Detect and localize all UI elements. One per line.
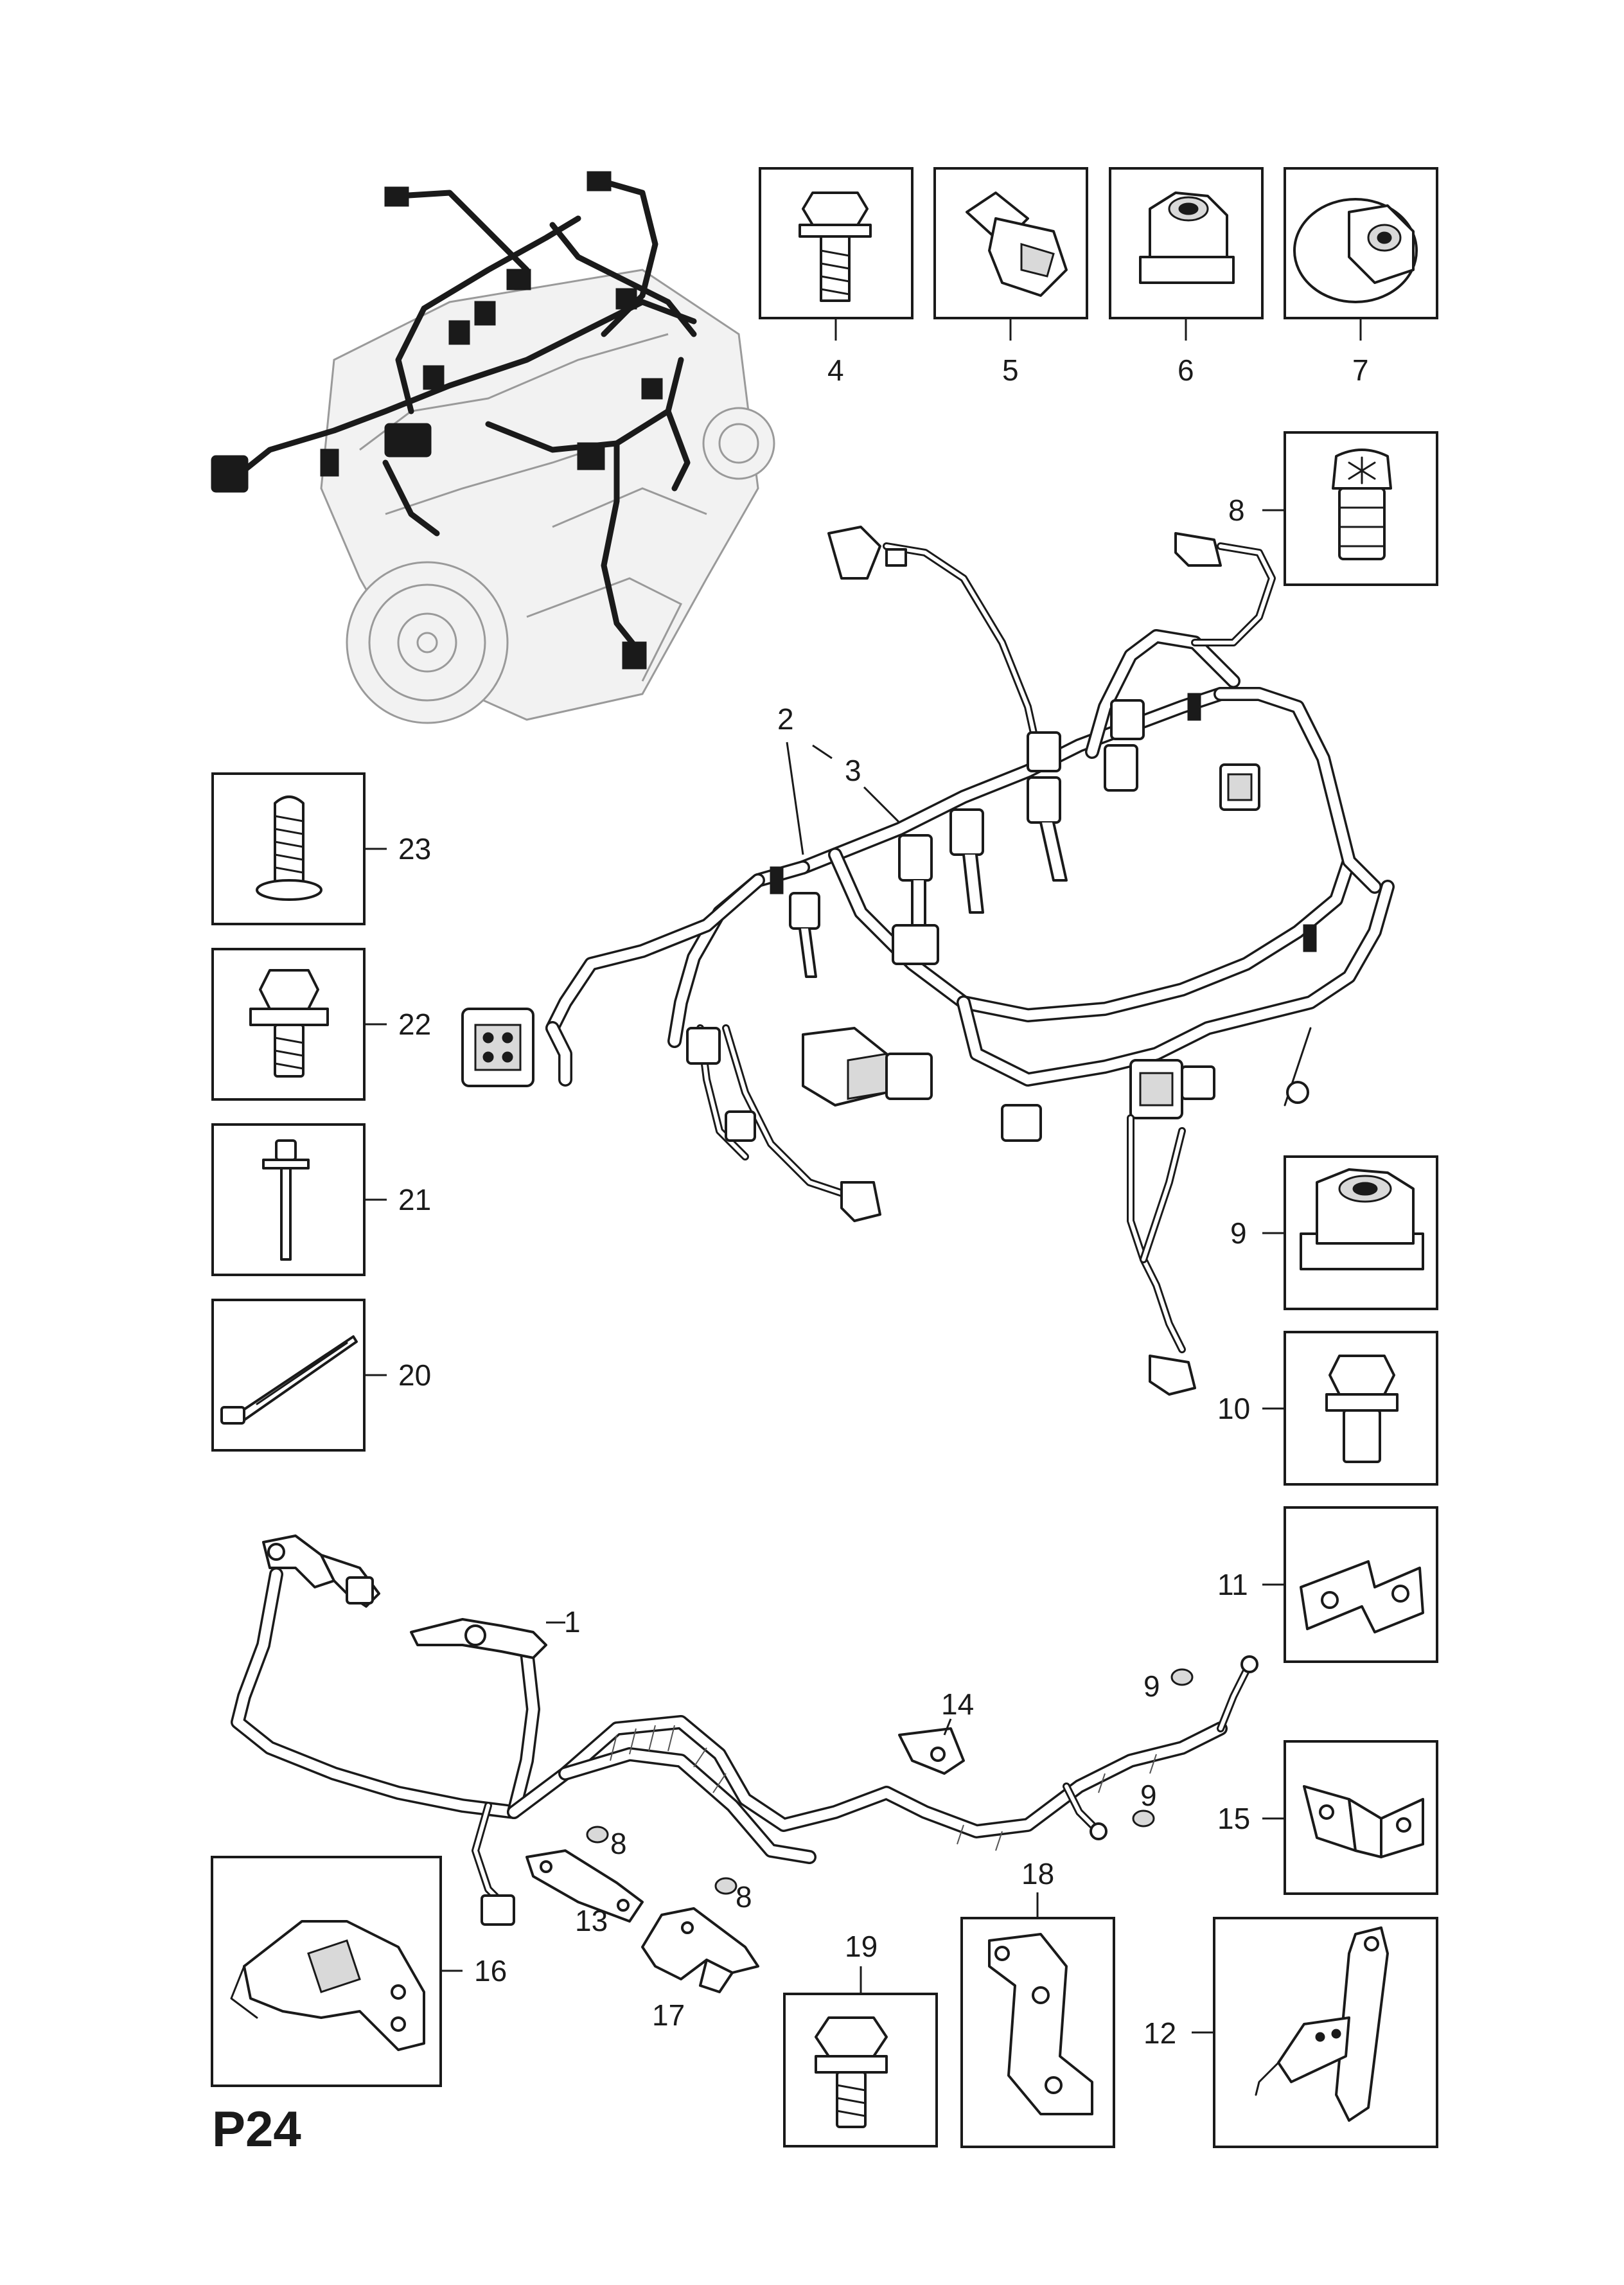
part-box-5	[933, 167, 1088, 319]
part-box-8	[1284, 431, 1438, 586]
callout-17: 17	[652, 1998, 685, 2032]
part-box-21	[211, 1123, 366, 1276]
part-box-12	[1213, 1917, 1438, 2148]
callout-19: 19	[845, 1930, 878, 1963]
callout-15: 15	[1217, 1802, 1250, 1835]
part-box-4	[759, 167, 914, 319]
callout-23: 23	[398, 832, 431, 866]
callout-9b: 9	[1143, 1669, 1160, 1703]
callout-2: 2	[777, 702, 794, 736]
part-box-20	[211, 1299, 366, 1452]
part-box-22	[211, 948, 366, 1101]
callout-13: 13	[575, 1904, 608, 1937]
callout-22: 22	[398, 1008, 431, 1041]
callout-16: 16	[474, 1954, 507, 1987]
part-box-23	[211, 772, 366, 925]
part-box-10	[1284, 1331, 1438, 1486]
part-box-7	[1284, 167, 1438, 319]
callout-7: 7	[1352, 353, 1369, 387]
callout-4: 4	[827, 353, 844, 387]
callout-14: 14	[941, 1687, 974, 1721]
part-box-18	[960, 1917, 1115, 2148]
callout-8c: 8	[736, 1880, 752, 1914]
callout-12: 12	[1143, 2016, 1176, 2050]
callout-6: 6	[1178, 353, 1194, 387]
engine-wiring-harness-icon	[461, 526, 1395, 1396]
callout-1: 1	[564, 1605, 581, 1639]
callout-10: 10	[1217, 1392, 1250, 1425]
callout-18: 18	[1021, 1857, 1054, 1890]
callout-5: 5	[1002, 353, 1019, 387]
engine-assembly-icon	[211, 171, 775, 724]
battery-cable-harness-icon	[231, 1534, 1258, 1993]
part-box-15	[1284, 1740, 1438, 1895]
page-id: P24	[212, 2101, 301, 2157]
part-box-16	[211, 1856, 442, 2087]
callout-11: 11	[1217, 1568, 1248, 1601]
part-box-6	[1109, 167, 1264, 319]
callout-3: 3	[845, 754, 861, 787]
part-box-19	[783, 1993, 938, 2147]
callout-9c: 9	[1140, 1779, 1157, 1812]
part-box-9	[1284, 1155, 1438, 1310]
callout-9a: 9	[1230, 1216, 1247, 1250]
callout-21: 21	[398, 1183, 431, 1216]
callout-8b: 8	[610, 1827, 627, 1860]
callout-8: 8	[1228, 493, 1245, 527]
callout-20: 20	[398, 1358, 431, 1392]
part-box-11	[1284, 1506, 1438, 1663]
